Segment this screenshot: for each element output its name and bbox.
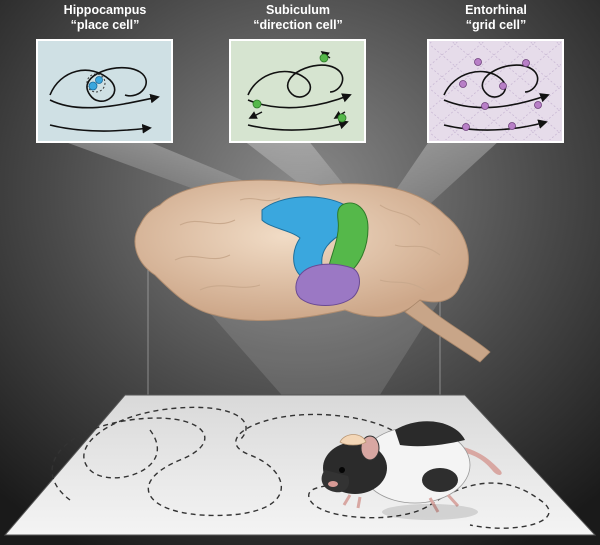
entorhinal-region-name: Entorhinal [465, 3, 527, 17]
rat [321, 421, 502, 520]
recording-room-outline [147, 248, 441, 395]
hippocampus-cell-type: “place cell” [70, 18, 140, 32]
direction-cell-panel [229, 39, 366, 143]
place-cell-panel [36, 39, 173, 143]
subiculum-cell-type: “direction cell” [253, 18, 343, 32]
entorhinal-label: Entorhinal “grid cell” [426, 3, 566, 33]
rat-brain [134, 179, 491, 363]
head-electrode [339, 434, 367, 446]
entorhinal-cell-type: “grid cell” [465, 18, 527, 32]
grid-cell-panel [427, 39, 564, 143]
subiculum-label: Subiculum “direction cell” [228, 3, 368, 33]
entorhinal-region [295, 263, 360, 306]
hippocampus-label: Hippocampus “place cell” [35, 3, 175, 33]
subiculum-region-name: Subiculum [266, 3, 330, 17]
hippocampus-region-name: Hippocampus [63, 3, 147, 17]
